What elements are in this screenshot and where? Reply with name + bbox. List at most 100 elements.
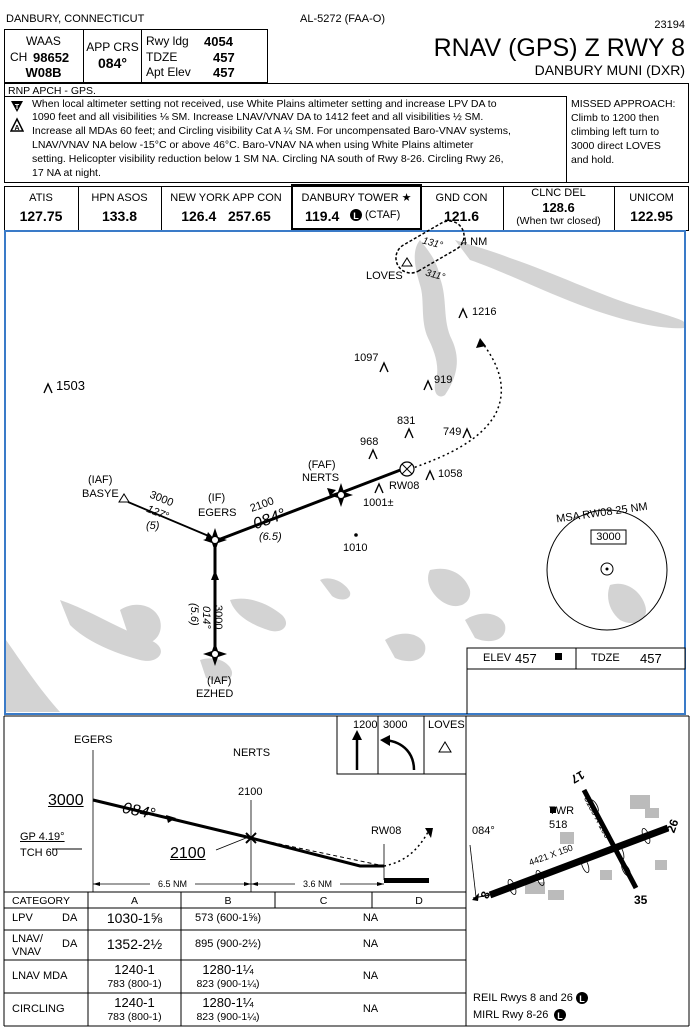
basye-distance: (5) (146, 520, 160, 532)
loves-waypoint-icon (401, 257, 413, 267)
msa-altitude: 3000 (596, 531, 621, 543)
app-crs-value: 084° (98, 55, 127, 71)
info-box (4, 29, 268, 83)
profile-missed-track (383, 831, 429, 867)
basye-iaf-tag: (IAF) (88, 474, 113, 486)
if-tag: (IF) (208, 492, 226, 504)
ezhed-iaf-tag: (IAF) (207, 675, 232, 687)
obstacle-1058: 1058 (438, 468, 463, 480)
runway-profile-bar (384, 878, 429, 883)
faf-tag: (FAF) (308, 459, 336, 471)
runway-8-26 (488, 824, 670, 899)
lnav-mda-cat-b: 1280-1¼ (202, 962, 254, 977)
note-line-2: 1090 feet and all visibilities ⅛ SM. Inc… (32, 111, 484, 123)
tdze-value: 457 (213, 50, 235, 65)
note-line-4: LNAV/VNAV NA below -15°C or above 46°C. … (32, 139, 474, 151)
profile-altitude-2100: 2100 (170, 845, 206, 862)
basye-course (127, 501, 212, 538)
airport-diagram (469, 788, 670, 901)
svg-text:T: T (15, 104, 20, 111)
cat-a-header: A (130, 895, 138, 907)
nerts-profile-altitude: 2100 (238, 786, 263, 798)
circling-cat-b: 1280-1¼ (202, 995, 254, 1010)
ezhed-fix-icon (203, 642, 227, 666)
lpv-cat-a: 1030-1⅝ (106, 910, 163, 926)
obstacle-1216: 1216 (472, 306, 497, 318)
chart-cycle: 23194 (654, 19, 685, 31)
turn-altitude-label: 3000 (383, 719, 408, 731)
note-line-6: 17 NA at night. (32, 167, 101, 179)
egers-profile-label: EGERS (74, 734, 113, 746)
cat-c-header: C (319, 895, 328, 907)
runway-35-label: 35 (634, 893, 648, 907)
reil-note: REIL Rwys 8 and 26 (473, 992, 573, 1004)
apt-elev-value: 457 (213, 65, 235, 80)
lnav-vnav-label: LNAV/ VNAV (12, 933, 43, 959)
rw08-profile-label: RW08 (371, 825, 402, 837)
svg-text:L: L (353, 211, 359, 221)
app-crs-label: APP CRS (86, 40, 139, 54)
ground-freq: 121.6 (443, 208, 480, 224)
cat-b-header: B (224, 895, 232, 907)
lnav-vnav-cat-cd: NA (362, 938, 379, 950)
ctaf-label: (CTAF) (365, 209, 401, 221)
glidepath-angle: GP 4.19° (20, 831, 65, 843)
obstacle-1503: 1503 (56, 378, 85, 393)
clnc-note: (When twr closed) (516, 215, 601, 227)
tower-label: DANBURY TOWER ★ (301, 192, 412, 204)
turn-arrow-icon (380, 735, 416, 771)
rw08-label: RW08 (389, 480, 420, 492)
basye-waypoint-icon (118, 493, 130, 503)
missed-line-4: 3000 direct LOVES (571, 140, 661, 152)
minima-grid (4, 892, 466, 1026)
note-line-3: Increase all MDAs 60 feet; and Circling … (32, 125, 511, 137)
notes-warning-icons: T A (10, 101, 24, 132)
nerts-fix-icon (329, 483, 353, 507)
asos-freq: 133.8 (101, 208, 138, 224)
final-distance: (6.5) (259, 531, 282, 543)
lnav-mda-label: LNAV MDA (12, 970, 68, 982)
nerts-profile-fix-icon (245, 832, 257, 844)
rnp-note: RNP APCH - GPS. (8, 85, 96, 97)
lnav-mda-cat-cd: NA (362, 970, 379, 982)
clnc-freq: 128.6 (542, 200, 575, 215)
svg-text:A: A (14, 125, 19, 132)
note-line-1: When local altimeter setting not receive… (32, 98, 497, 110)
obstacle-icons (43, 307, 472, 494)
tower-freq: 119.4 (305, 208, 340, 224)
notes-box (4, 83, 689, 183)
approach-label: NEW YORK APP CON (170, 192, 282, 204)
lnav-vnav-cat-b: 895 (900-2½) (194, 938, 262, 950)
plan-tdze-label: TDZE (591, 652, 620, 664)
threshold-crossing-height: TCH 60 (20, 847, 58, 859)
ctaf-l-icon: L (350, 209, 362, 221)
glidepath (250, 837, 385, 867)
lnav-vnav-da: DA (62, 938, 78, 950)
msa-center-icon (600, 562, 614, 576)
obstacle-831: 831 (397, 415, 416, 427)
lpv-label: LPV (12, 912, 33, 924)
egers-fix-icon (203, 528, 227, 552)
tdze-label: TDZE (146, 50, 178, 64)
egers-plan-label: EGERS (198, 507, 237, 519)
mirl-note: MIRL Rwy 8-26 (473, 1009, 549, 1021)
nerts-plan-label: NERTS (302, 472, 340, 484)
hold-length-label: 4 NM (461, 236, 488, 248)
circling-cat-cd: NA (362, 1003, 379, 1015)
waas-label: WAAS (26, 34, 61, 48)
mirl-l-icon: L (554, 1009, 566, 1021)
holding-pattern (395, 220, 465, 274)
triangle-t-icon (11, 101, 23, 112)
profile-altitude-3000: 3000 (48, 792, 84, 809)
unicom-freq: 122.95 (630, 208, 673, 224)
nerts-profile-label: NERTS (233, 747, 271, 759)
obstacle-749: 749 (443, 426, 462, 438)
svg-text:L: L (579, 994, 585, 1004)
triangle-a-icon (10, 117, 24, 132)
water-features (6, 240, 684, 712)
atis-label: ATIS (29, 192, 53, 204)
rwy-ldg-label: Rwy ldg (146, 34, 189, 48)
airport-course-label: 084° (472, 825, 495, 837)
apt-elev-label: Apt Elev (146, 65, 191, 79)
